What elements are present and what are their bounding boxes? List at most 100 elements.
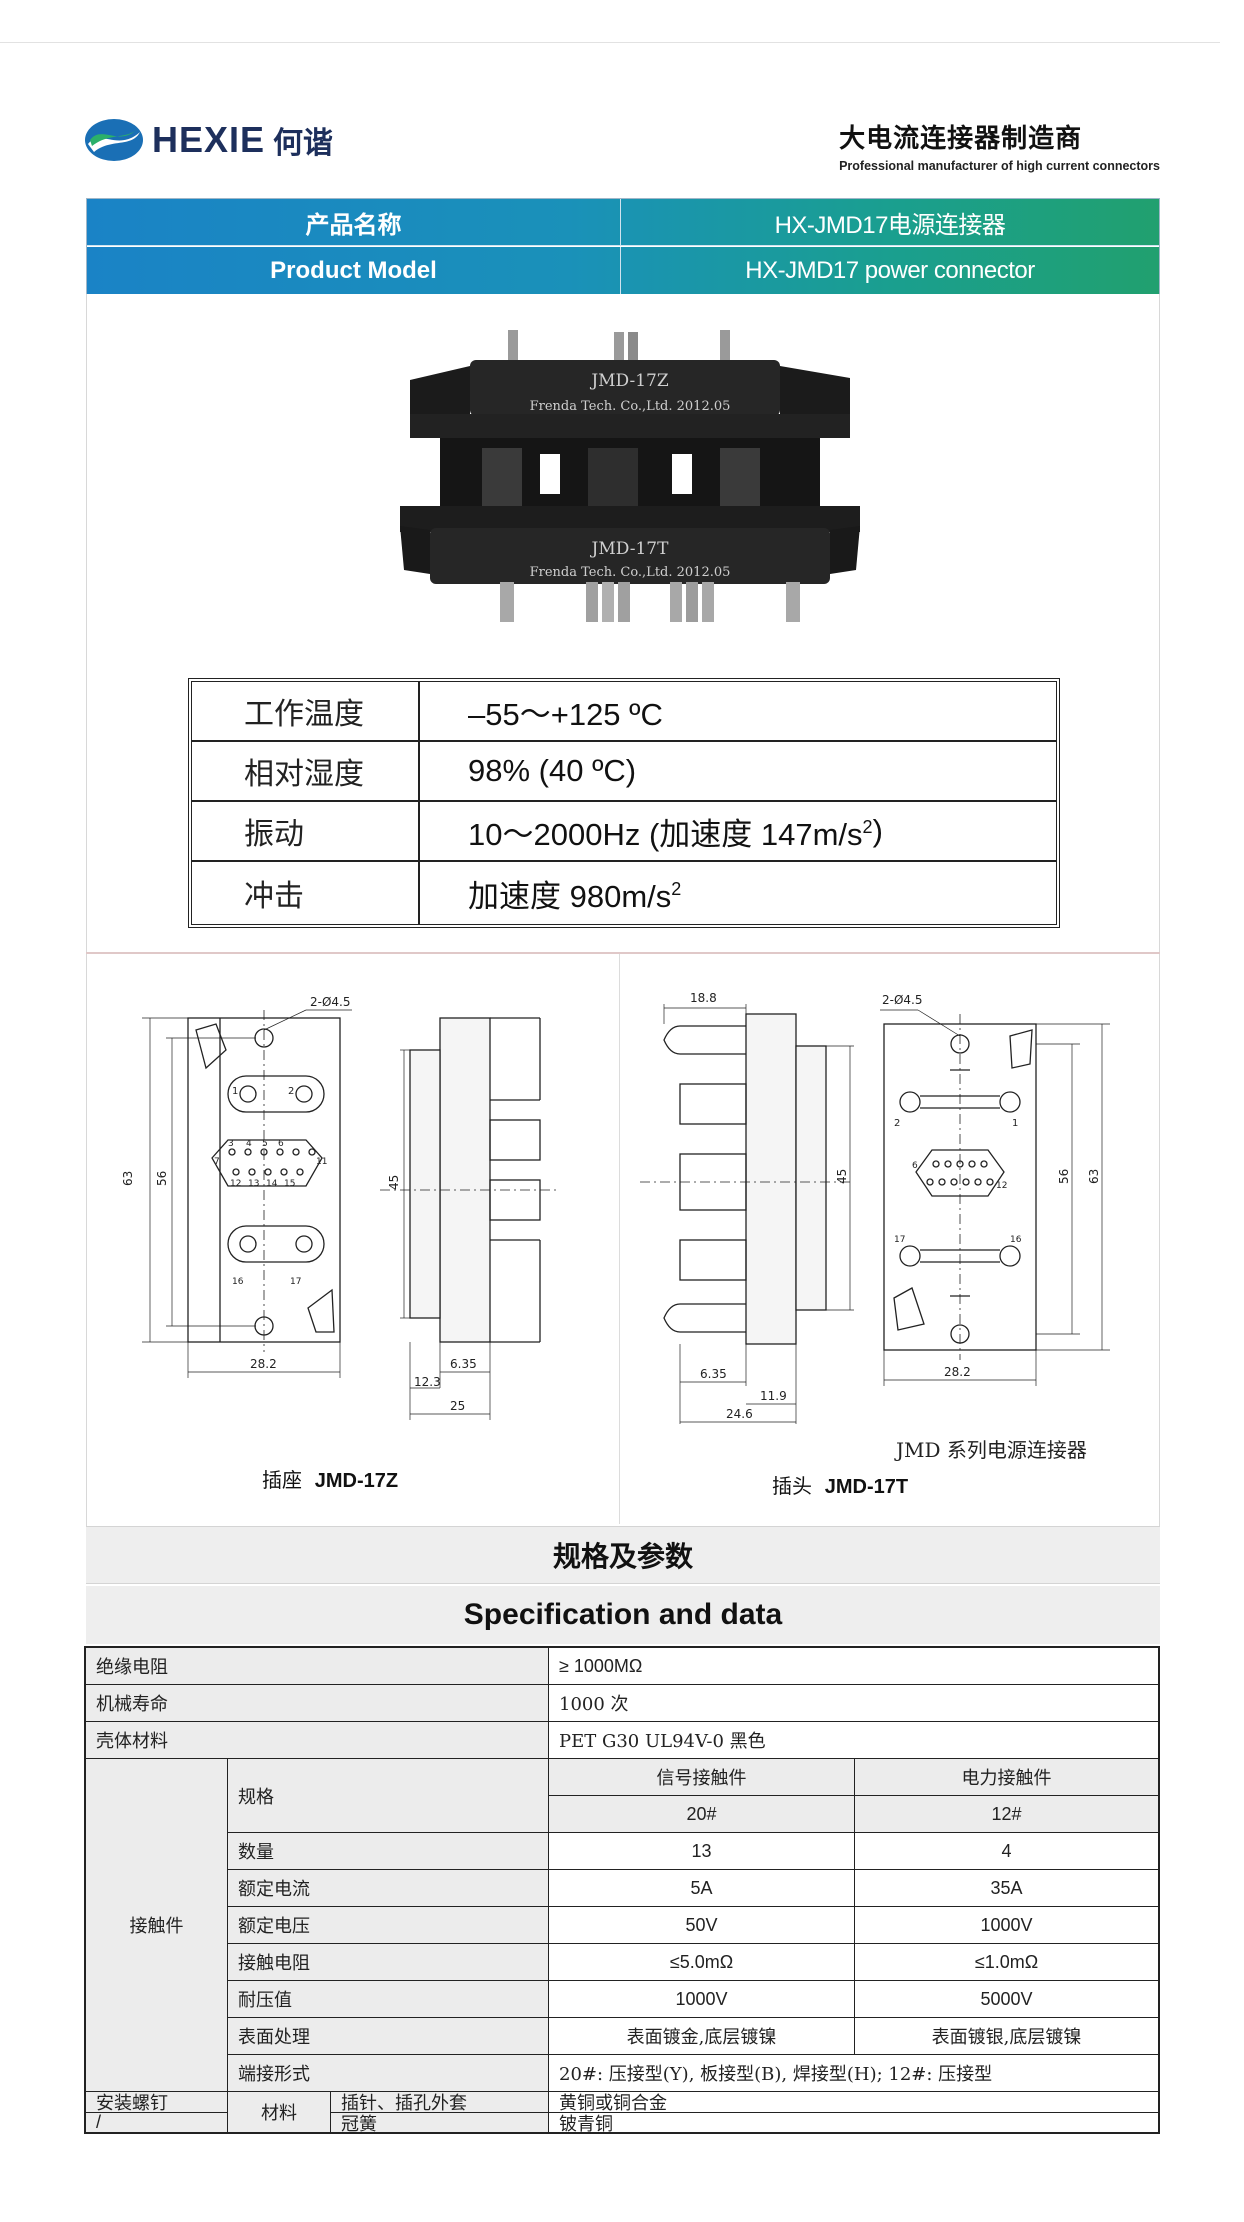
env-value: 98% (40 ºC)	[468, 753, 637, 788]
spec-label-contact: 接触件	[86, 1759, 228, 2092]
spec-qty-power: 4	[855, 1833, 1158, 1870]
socket-drawing: 2-Ø4.5 63 56 28.2 45 6.35 12.3 25 1 2 3 …	[121, 995, 560, 1420]
spec-value-screw: /	[86, 2112, 228, 2132]
tagline: 大电流连接器制造商 Professional manufacturer of h…	[839, 118, 1160, 173]
spec-value-shell-pin: 黄铜或铜合金	[549, 2092, 1158, 2114]
spec-label-shell: 壳体材料	[86, 1722, 549, 1759]
spec-label-spring: 冠簧	[331, 2113, 549, 2135]
dim-56: 56	[155, 1171, 169, 1186]
spec-withstand-power: 5000V	[855, 1981, 1158, 2018]
spec-value-termination: 20#: 压接型(Y), 板接型(B), 焊接型(H); 12#: 压接型	[549, 2055, 1158, 2092]
spec-resistance-power: ≤1.0mΩ	[855, 1944, 1158, 1981]
pin-label: 11	[316, 1157, 327, 1167]
drawing-divider	[619, 954, 620, 1524]
env-label: 冲击	[192, 862, 420, 924]
spec-value-life: 1000 次	[549, 1685, 1158, 1722]
spec-power-size: 12#	[855, 1796, 1158, 1833]
logo-cn-text: 何谐	[273, 126, 334, 161]
dim-hole-note: 2-Ø4.5	[310, 995, 351, 1009]
spec-table: 绝缘电阻 ≥ 1000MΩ 机械寿命 1000 次 壳体材料 PET G30 U…	[84, 1646, 1160, 2135]
pin-label: 2	[288, 1086, 294, 1097]
photo-bottom-part: JMD-17T	[590, 539, 670, 559]
model-row-cn: 产品名称 HX-JMD17电源连接器	[87, 199, 1159, 246]
logo-text: HEXIE	[152, 119, 266, 160]
spec-label-material: 材料	[228, 2092, 331, 2132]
dim-63-plug: 63	[1087, 1169, 1101, 1184]
environment-table: 工作温度 –55～+125 ºC 相对湿度 98% (40 ºC) 振动 10～…	[188, 678, 1060, 928]
dim-56-plug: 56	[1057, 1169, 1071, 1184]
spec-head-signal: 信号接触件	[549, 1759, 855, 1796]
spec-label-size: 规格	[228, 1759, 549, 1833]
pin-label: 14	[266, 1179, 278, 1189]
spec-surface-signal: 表面镀金,底层镀镍	[549, 2018, 855, 2055]
page-header: HEXIE 何谐 大电流连接器制造商 Professional manufact…	[84, 112, 1160, 173]
content-frame	[86, 294, 1160, 1526]
product-photo: JMD-17Z Frenda Tech. Co.,Ltd. 2012.05 JM…	[400, 330, 860, 622]
env-label: 相对湿度	[192, 742, 420, 800]
pin-label: 4	[246, 1139, 252, 1149]
dim-28-2-plug: 28.2	[944, 1365, 971, 1379]
pin-label: 17	[894, 1235, 905, 1245]
product-model-table: 产品名称 HX-JMD17电源连接器 Product Model HX-JMD1…	[86, 198, 1160, 294]
pin-label: 16	[232, 1277, 244, 1287]
company-logo: HEXIE 何谐	[84, 118, 333, 162]
spec-voltage-signal: 50V	[549, 1907, 855, 1944]
spec-heading-cn: 规格及参数	[86, 1526, 1160, 1584]
series-label: JMD 系列电源连接器	[896, 1438, 1087, 1462]
model-value-cn: HX-JMD17电源连接器	[774, 211, 1006, 239]
socket-caption: 插座 JMD-17Z	[262, 1468, 399, 1492]
dim-hole-note-plug: 2-Ø4.5	[882, 993, 923, 1007]
pin-label: 1	[232, 1086, 238, 1097]
dim-24-6: 24.6	[726, 1407, 753, 1421]
spec-surface-power: 表面镀银,底层镀镍	[855, 2018, 1158, 2055]
dim-28-2: 28.2	[250, 1357, 277, 1371]
pin-label: 13	[248, 1179, 259, 1189]
spec-label-voltage: 额定电压	[228, 1907, 549, 1944]
spec-heading-en: Specification and data	[86, 1586, 1160, 1644]
spec-qty-signal: 13	[549, 1833, 855, 1870]
env-row: 相对湿度 98% (40 ºC)	[192, 742, 1056, 802]
photo-top-maker: Frenda Tech. Co.,Ltd. 2012.05	[530, 399, 731, 414]
tagline-en: Professional manufacturer of high curren…	[839, 159, 1160, 173]
spec-label-qty: 数量	[228, 1833, 549, 1870]
pin-label: 16	[1010, 1235, 1022, 1245]
pin-label: 7	[214, 1157, 220, 1167]
env-row: 工作温度 –55～+125 ºC	[192, 682, 1056, 742]
plug-drawing: 18.8 45 6.35 11.9 24.6 2-Ø4.5 56 63 28.2…	[640, 991, 1110, 1424]
pin-label: 5	[262, 1139, 268, 1149]
pin-label: 15	[284, 1179, 295, 1189]
spec-withstand-signal: 1000V	[549, 1981, 855, 2018]
section-divider	[86, 952, 1160, 954]
pin-label: 12	[996, 1181, 1007, 1191]
photo-bottom-maker: Frenda Tech. Co.,Ltd. 2012.05	[530, 565, 731, 580]
dim-18-8: 18.8	[690, 991, 717, 1005]
spec-value-spring: 铍青铜	[549, 2113, 1158, 2135]
spec-label-insulation: 绝缘电阻	[86, 1648, 549, 1685]
spec-label-current: 额定电流	[228, 1870, 549, 1907]
spec-current-signal: 5A	[549, 1870, 855, 1907]
spec-signal-size: 20#	[549, 1796, 855, 1833]
spec-head-power: 电力接触件	[855, 1759, 1158, 1796]
model-value-en: HX-JMD17 power connector	[745, 256, 1035, 284]
env-label: 振动	[192, 802, 420, 860]
spec-label-screw: 安装螺钉	[86, 2092, 228, 2114]
spec-label-shell-pin: 插针、插孔外套	[331, 2092, 549, 2114]
pin-label: 12	[230, 1179, 241, 1189]
pin-label: 2	[894, 1118, 900, 1129]
spec-label-termination: 端接形式	[228, 2055, 549, 2092]
spec-value-insulation: ≥ 1000MΩ	[549, 1648, 1158, 1685]
spec-value-shell: PET G30 UL94V-0 黑色	[549, 1722, 1158, 1759]
tagline-cn: 大电流连接器制造商	[839, 124, 1083, 154]
dim-25: 25	[450, 1399, 465, 1413]
spec-label-withstand: 耐压值	[228, 1981, 549, 2018]
spec-voltage-power: 1000V	[855, 1907, 1158, 1944]
top-divider	[0, 42, 1220, 43]
spec-label-resistance: 接触电阻	[228, 1944, 549, 1981]
env-label: 工作温度	[192, 682, 420, 740]
dim-63: 63	[121, 1171, 135, 1186]
dim-45-socket: 45	[387, 1175, 401, 1190]
model-label-en: Product Model	[87, 247, 621, 294]
